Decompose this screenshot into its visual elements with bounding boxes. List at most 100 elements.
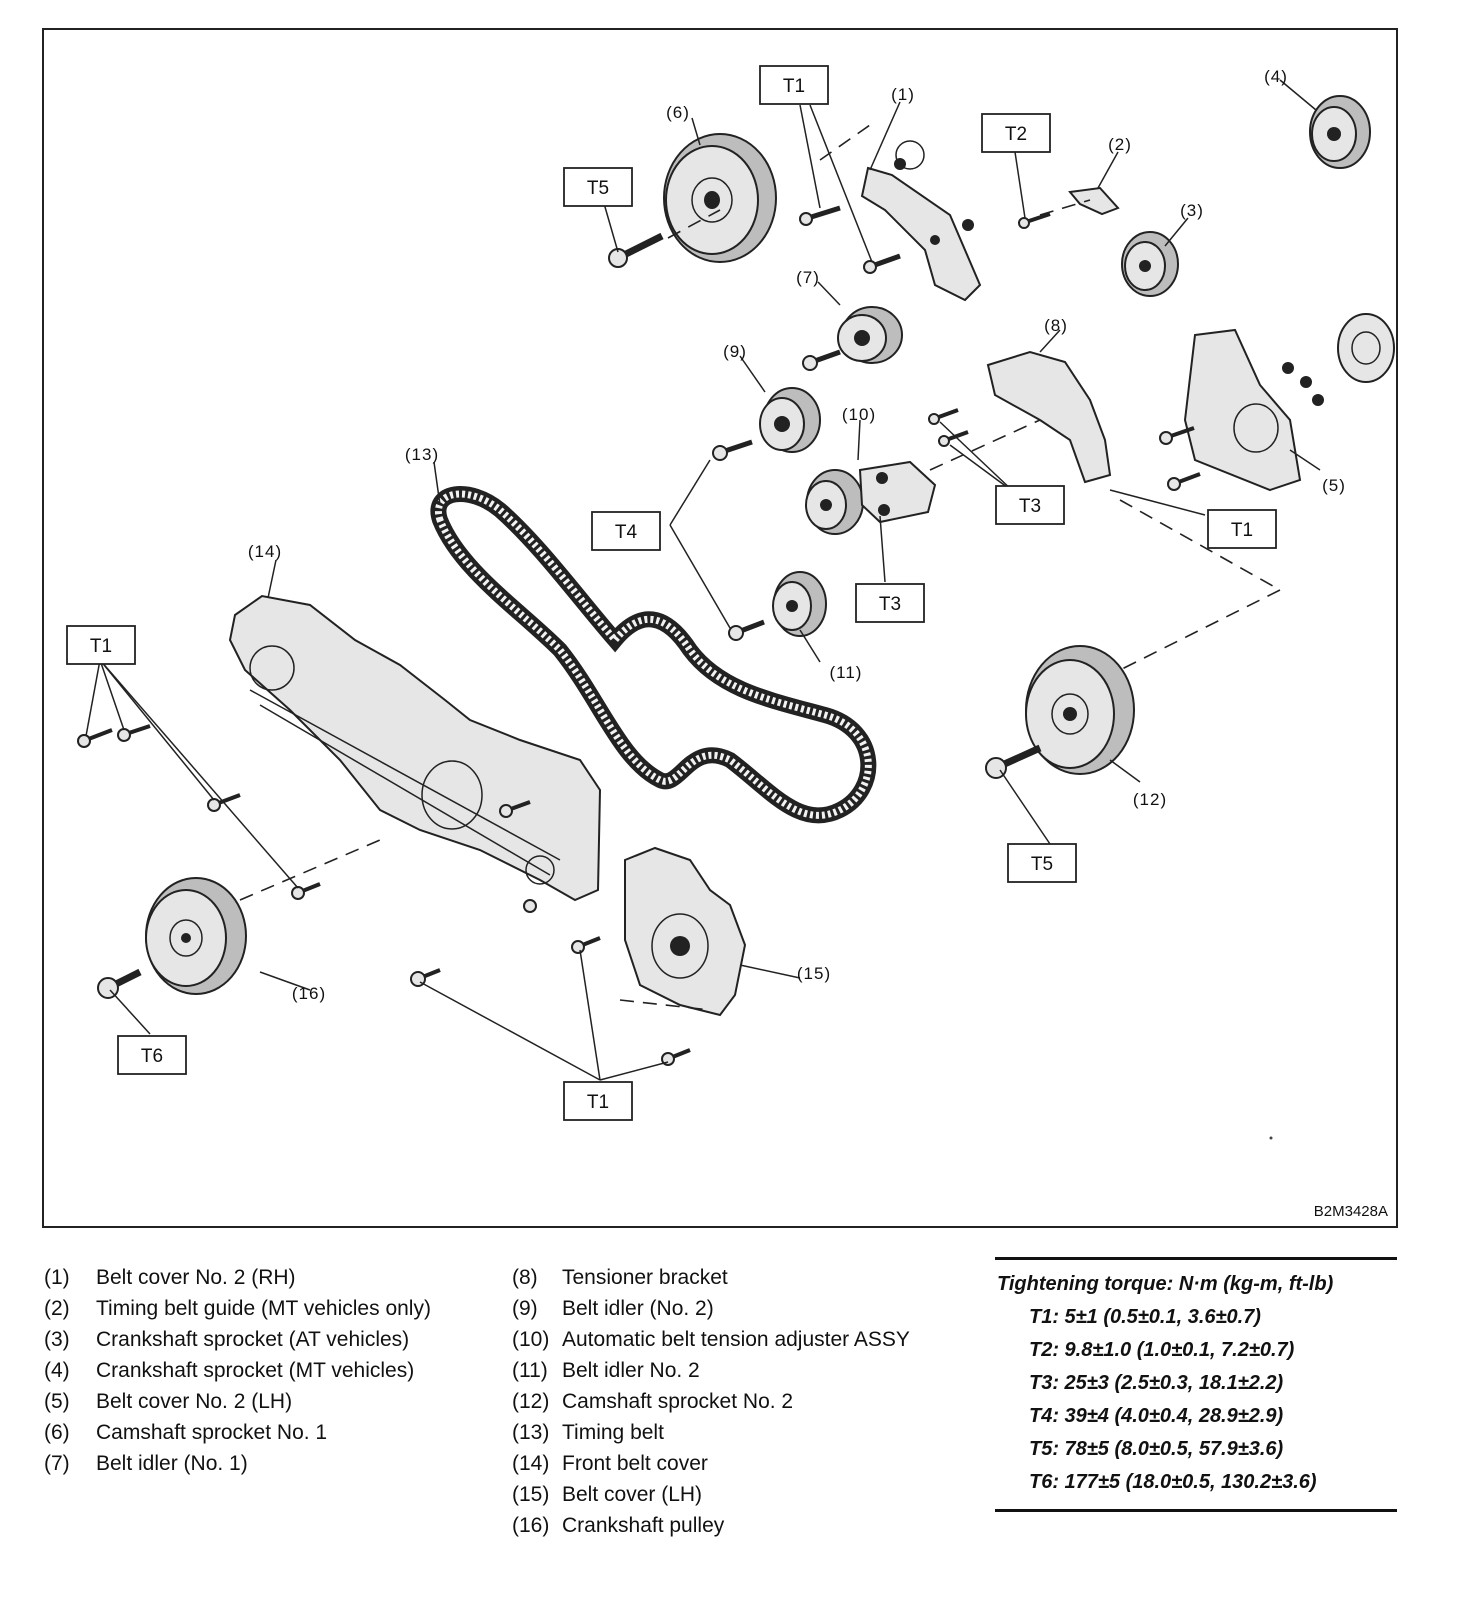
automatic-belt-tension-adjuster [805,460,937,535]
legend-item-text: Timing belt [562,1421,664,1444]
legend-item-number: (1) [44,1266,70,1289]
torque-tag-label: T6 [141,1046,163,1067]
callout-10: (10) [842,405,876,424]
legend-item-text: Belt cover No. 2 (LH) [96,1390,293,1413]
torque-tag-label: T5 [587,178,609,199]
torque-tag-t3-lower: T3 [855,583,925,623]
assembly-dashed-lines [239,124,1281,1011]
legend-item-number: (8) [512,1266,538,1289]
legend-item-text: Belt cover No. 2 (RH) [96,1266,296,1289]
callout-6: (6) [666,103,690,122]
torque-tag-t4: T4 [591,511,661,551]
legend-item: (15)Belt cover (LH) [512,1479,912,1510]
torque-tag-t5-top: T5 [563,167,633,207]
crankshaft-pulley [145,877,247,995]
belt-cover-no2-lh [1183,313,1395,492]
camshaft-sprocket-no1 [663,133,777,263]
callout-3: (3) [1180,201,1204,220]
legend-item-number: (5) [44,1390,70,1413]
torque-tag-t2: T2 [981,113,1051,153]
torque-tag-t6: T6 [117,1035,187,1075]
diagram-frame [42,28,1398,1228]
torque-spec: T3: 25±3 (2.5±0.3, 18.1±2.2) [1029,1372,1284,1394]
callout-7: (7) [796,268,820,287]
torque-tag-label: T5 [1031,854,1053,875]
legend-item-text: Front belt cover [562,1452,708,1475]
torque-tag-t1-bottom: T1 [563,1081,633,1121]
legend-item-number: (12) [512,1390,550,1413]
bolt-head-t1-a [799,212,813,226]
legend-item-text: Belt idler (No. 2) [562,1297,714,1320]
tensioner-bracket [986,350,1112,484]
belt-idler-no2-lower [772,571,827,637]
torque-tag-label: T1 [1231,520,1253,541]
legend-item-number: (16) [512,1514,550,1537]
parts-legend-right: (8)Tensioner bracket (9) Belt idler (No. 2… [512,1262,912,1541]
callout-9: (9) [723,342,747,361]
torque-spec: T5: 78±5 (8.0±0.5, 57.9±3.6) [1029,1438,1284,1460]
torque-tag-label: T3 [879,594,901,615]
camshaft-sprocket-no2 [1025,645,1135,775]
legend-item-text: Automatic belt tension adjuster ASSY [562,1328,910,1351]
legend-item: (14) Front belt cover [512,1448,912,1479]
legend-item: (6) Camshaft sprocket No. 1 [44,1417,434,1448]
legend-item-text: Belt cover (LH) [562,1483,703,1506]
figure-id: B2M3428A [1314,1203,1388,1220]
belt-idler-no1 [837,306,903,364]
timing-belt-guide [1068,186,1120,216]
torque-spec: T4: 39±4 (4.0±0.4, 28.9±2.9) [1029,1405,1284,1427]
legend-item-text: Crankshaft sprocket (MT vehicles) [96,1359,415,1382]
torque-spec-list: T1: 5±1 (0.5±0.1, 3.6±0.7)T2: 9.8±1.0 (1… [995,1301,1397,1499]
front-belt-cover [228,594,602,902]
legend-item: (16)Crankshaft pulley [512,1510,912,1541]
legend-item-text: Camshaft sprocket No. 1 [96,1421,328,1444]
torque-tag-t5-lower: T5 [1007,843,1077,883]
torque-tag-t1-left: T1 [66,625,136,665]
legend-item-number: (10) [512,1328,550,1351]
belt-cover-no2-rh [860,140,982,302]
legend-item: (1) Belt cover No. 2 (RH) [44,1262,434,1293]
legend-item-number: (7) [44,1452,70,1475]
belt-idler-no2-upper [759,387,821,453]
torque-title: Tightening torque: N·m (kg-m, ft-lb) [997,1273,1334,1295]
torque-tag-t1-top: T1 [759,65,829,105]
belt-cover-lh [624,846,747,1017]
legend-item-number: (14) [512,1452,550,1475]
legend-item: (11) Belt idler No. 2 [512,1355,912,1386]
callout-1: (1) [891,85,915,104]
legend-item: (8)Tensioner bracket [512,1262,912,1293]
callout-2: (2) [1108,135,1132,154]
callout-13: (13) [405,445,439,464]
torque-tag-t1-right: T1 [1207,509,1277,549]
legend-item-number: (9) [512,1297,538,1320]
legend-item-text: Belt idler No. 2 [562,1359,700,1382]
callout-8: (8) [1044,316,1068,335]
legend-item: (3)Crankshaft sprocket (AT vehicles) [44,1324,434,1355]
legend-item: (4)Crankshaft sprocket (MT vehicles) [44,1355,434,1386]
legend-item-number: (2) [44,1297,70,1320]
legend-item-number: (13) [512,1421,550,1444]
leader-lines [85,79,1321,1081]
legend-item-number: (3) [44,1328,70,1351]
torque-tag-t3-right: T3 [995,485,1065,525]
torque-tag-label: T2 [1005,124,1027,145]
legend-item: (12)Camshaft sprocket No. 2 [512,1386,912,1417]
legend-item-number: (6) [44,1421,70,1444]
legend-item-number: (11) [512,1359,548,1382]
callout-14: (14) [248,542,282,561]
torque-spec: T1: 5±1 (0.5±0.1, 3.6±0.7) [1029,1306,1261,1328]
torque-tag-label: T4 [615,522,638,543]
crankshaft-sprocket-mt [1309,95,1371,169]
torque-tag-label: T3 [1019,496,1041,517]
tightening-torque-table: Tightening torque: N·m (kg-m, ft-lb) T1:… [995,1257,1397,1512]
bolt-t1-a [807,205,841,221]
crankshaft-sprocket-at [1121,231,1179,297]
torque-tag-label: T1 [783,76,805,97]
callout-15: (15) [797,964,831,983]
callout-4: (4) [1264,67,1288,86]
legend-item: (13) Timing belt [512,1417,912,1448]
torque-spec: T6: 177±5 (18.0±0.5, 130.2±3.6) [1029,1471,1317,1493]
torque-tag-label: T1 [90,636,112,657]
bolt-t5-upper [608,232,664,268]
